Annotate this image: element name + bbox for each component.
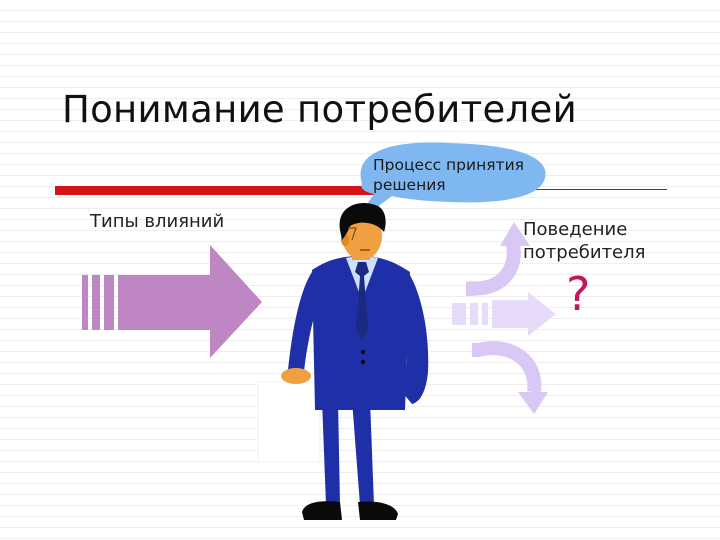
curved-arrow-up-icon bbox=[466, 222, 530, 296]
curved-arrow-down-icon bbox=[472, 341, 548, 414]
influence-arrow-icon bbox=[82, 245, 262, 358]
question-mark: ? bbox=[566, 267, 591, 321]
title-underline-bar bbox=[55, 186, 525, 195]
briefcase-icon bbox=[257, 381, 321, 463]
influence-types-label: Типы влияний bbox=[90, 211, 225, 232]
decision-process-label: Процесс принятия решения bbox=[373, 156, 524, 194]
consumer-behavior-label: Поведение потребителя bbox=[523, 219, 646, 263]
thought-bubble-icon bbox=[352, 142, 546, 226]
slide-title: Понимание потребителей bbox=[62, 88, 577, 131]
straight-arrow-icon bbox=[452, 292, 556, 336]
title-underline-line bbox=[520, 189, 667, 190]
businessman-icon bbox=[281, 203, 429, 520]
